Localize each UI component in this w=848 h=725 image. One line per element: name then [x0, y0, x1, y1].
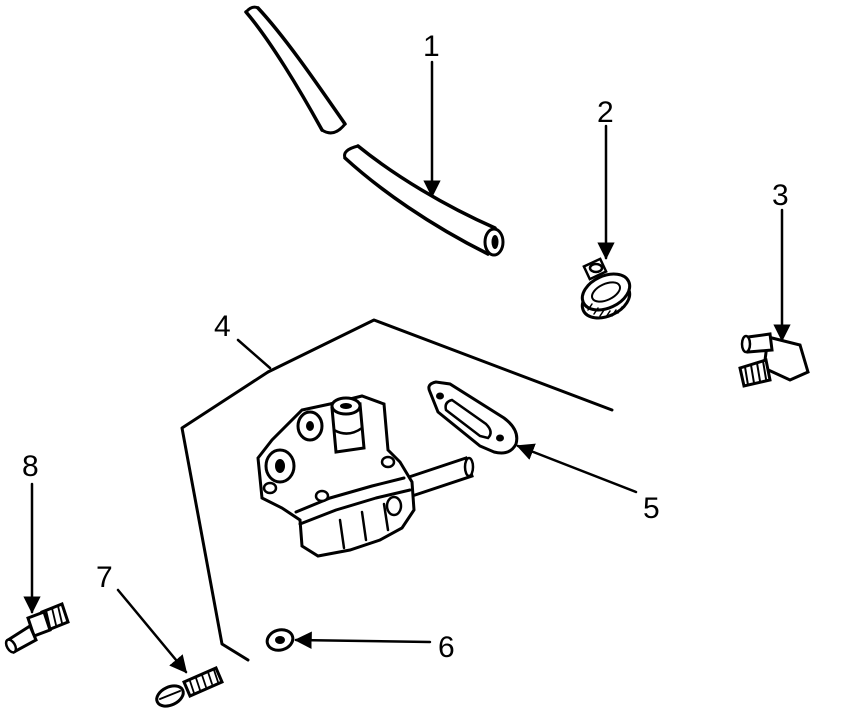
fuel-pump-assembly — [256, 394, 475, 558]
screw — [155, 666, 224, 708]
callout-label-2: 2 — [597, 96, 614, 129]
hose-fitting — [4, 602, 70, 655]
callout-label-3: 3 — [772, 179, 789, 212]
assembly-bracket-lines — [180, 318, 614, 662]
arrow-4 — [236, 338, 272, 370]
callout-label-5: 5 — [643, 492, 660, 525]
callout-labels: 1 2 3 4 5 6 7 8 — [22, 30, 789, 664]
arrow-6 — [294, 631, 432, 649]
leader-arrows — [23, 60, 791, 674]
fuel-hose — [244, 5, 505, 257]
elbow-fitting — [738, 332, 810, 388]
arrow-5 — [516, 443, 638, 494]
callout-label-1: 1 — [423, 30, 440, 63]
callout-label-4: 4 — [214, 310, 231, 343]
gasket — [427, 380, 519, 455]
arrow-7 — [116, 588, 188, 674]
callout-label-8: 8 — [22, 450, 39, 483]
callout-label-7: 7 — [96, 561, 113, 594]
hose-clamp — [580, 257, 632, 320]
callout-label-6: 6 — [438, 631, 455, 664]
washer — [265, 628, 295, 652]
